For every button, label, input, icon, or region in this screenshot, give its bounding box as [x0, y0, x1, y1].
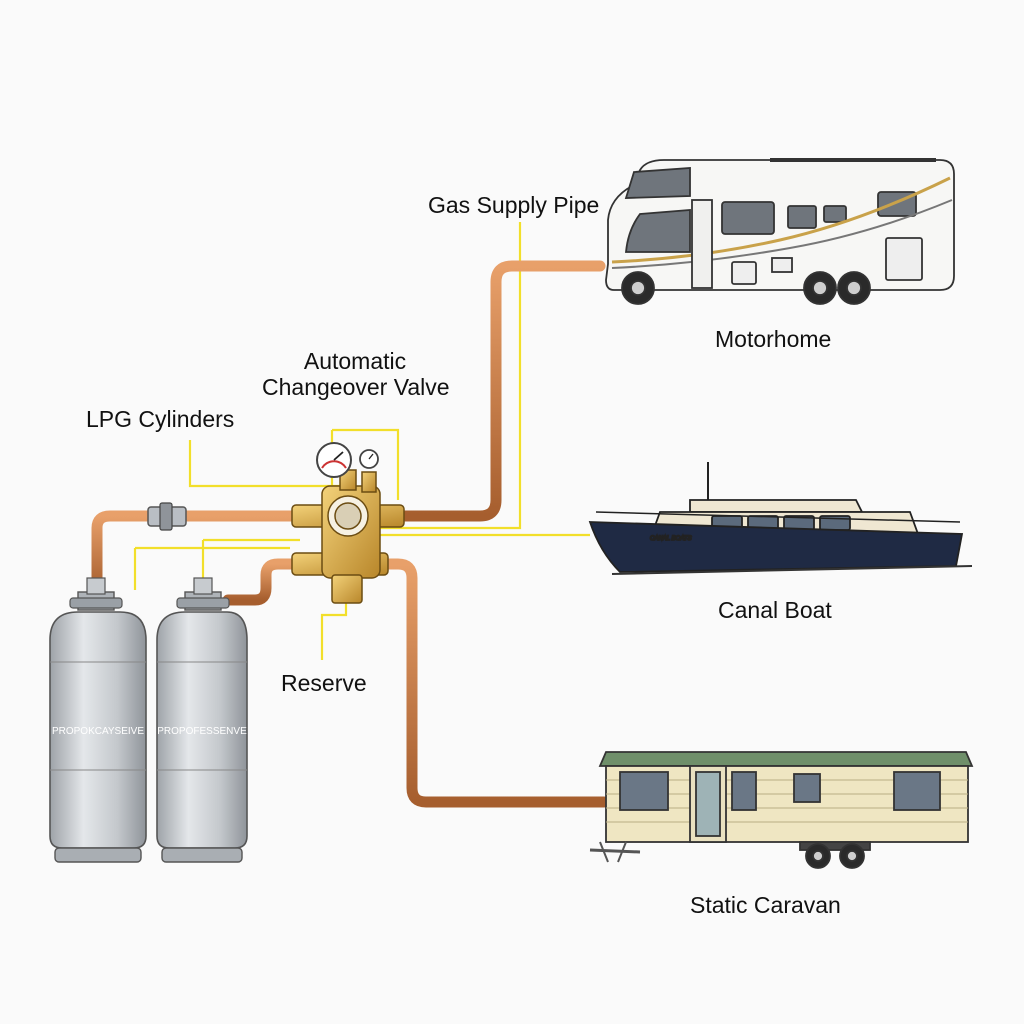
label-changeover-valve-line1: Automatic [303, 348, 407, 374]
label-reserve: Reserve [281, 670, 367, 696]
small-gauge-icon [359, 449, 379, 469]
changeover-valve-assembly [291, 469, 405, 604]
leader-gas-supply [372, 222, 522, 530]
leader-lpg [188, 440, 342, 488]
cylinder-2-text: PROPOFESSENVE [157, 726, 247, 737]
pressure-gauge-icon [316, 442, 352, 478]
motorhome-illustration [605, 158, 955, 305]
copper-pipes [91, 260, 610, 808]
static-caravan-illustration [589, 751, 974, 869]
label-changeover-valve-line2: Changeover Valve [262, 374, 450, 401]
label-static-caravan: Static Caravan [690, 892, 841, 918]
label-canal-boat: Canal Boat [718, 597, 832, 623]
cylinder-1-text: PROPOKCAYSEIVE [52, 726, 144, 737]
inline-pipe-valve [147, 502, 187, 531]
label-changeover-valve: Automatic Changeover Valve [262, 348, 450, 401]
lpg-cylinder-1: PROPOKCAYSEIVE [49, 577, 147, 863]
canal-boat-hull-text: CANAL BOATS [650, 536, 691, 542]
label-motorhome: Motorhome [715, 326, 832, 352]
label-lpg-cylinders: LPG Cylinders [86, 406, 235, 432]
leader-lines [133, 222, 590, 660]
pipe-valve-to-motorhome [394, 260, 606, 522]
pipe-cylinder1-to-valve [91, 510, 298, 596]
lpg-cylinder-2: PROPOFESSENVE [156, 577, 248, 863]
label-gas-supply-pipe: Gas Supply Pipe [428, 192, 600, 218]
leader-lpg-2 [133, 546, 290, 590]
pipe-cylinder2-to-valve [222, 558, 298, 606]
canal-boat-illustration: CANAL BOATS [588, 462, 973, 575]
leader-reserve [320, 600, 348, 660]
leader-cyl2 [201, 538, 300, 582]
pipe-valve-to-caravan [378, 558, 610, 808]
